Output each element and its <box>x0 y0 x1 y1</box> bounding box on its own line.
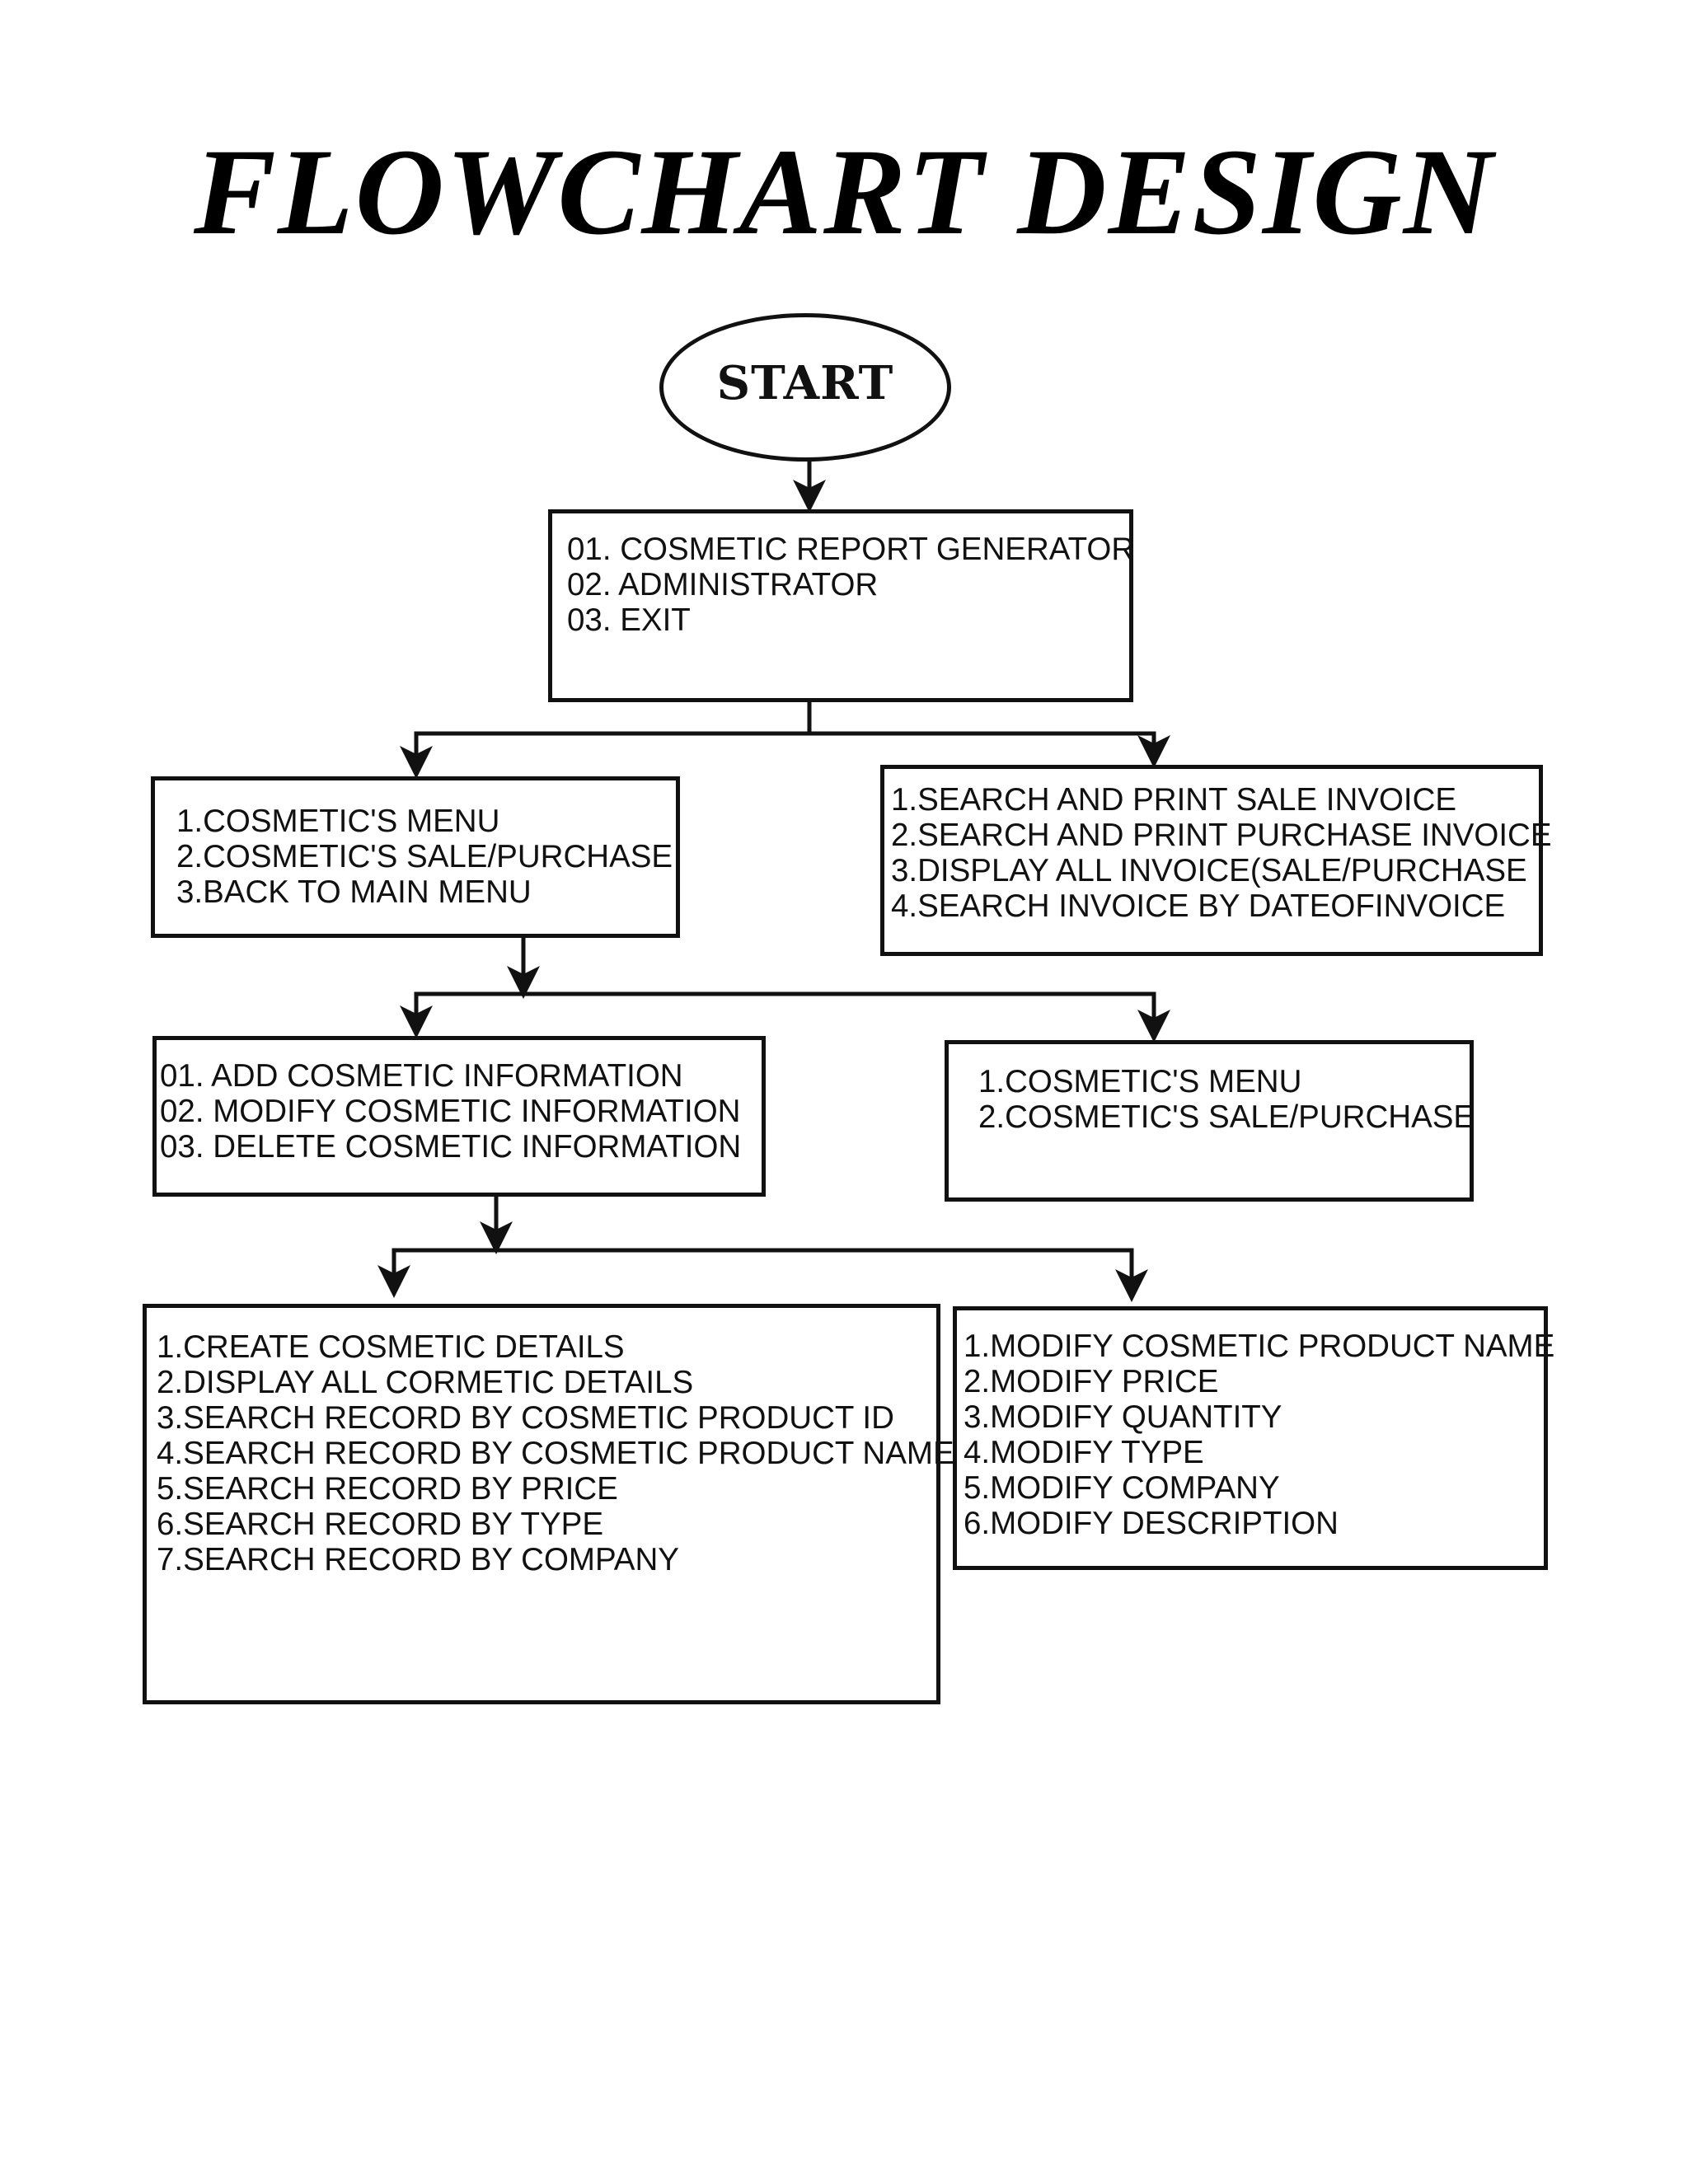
details-menu-item: 4.SEARCH RECORD BY COSMETIC PRODUCT NAME <box>157 1436 954 1471</box>
modify-menu-item: 4.MODIFY TYPE <box>964 1435 1204 1470</box>
cosmetic-info-item: 03. DELETE COSMETIC INFORMATION <box>160 1129 742 1165</box>
details-menu-item: 3.SEARCH RECORD BY COSMETIC PRODUCT ID <box>157 1400 894 1436</box>
modify-menu-item: 6.MODIFY DESCRIPTION <box>964 1506 1339 1541</box>
start-node: START <box>659 313 951 462</box>
modify-menu-item: 5.MODIFY COMPANY <box>964 1470 1280 1506</box>
details-menu-item: 6.SEARCH RECORD BY TYPE <box>157 1507 604 1542</box>
modify-menu-box: 1.MODIFY COSMETIC PRODUCT NAME 2.MODIFY … <box>953 1306 1555 1570</box>
invoice-menu-item: 3.DISPLAY ALL INVOICE(SALE/PURCHASE <box>891 853 1527 888</box>
details-menu-item: 7.SEARCH RECORD BY COMPANY <box>157 1542 679 1577</box>
details-menu-box: 1.CREATE COSMETIC DETAILS 2.DISPLAY ALL … <box>143 1304 954 1704</box>
invoice-menu-item: 2.SEARCH AND PRINT PURCHASE INVOICE <box>891 818 1552 853</box>
main-menu-item: 02. ADMINISTRATOR <box>567 567 879 602</box>
report-menu-item: 3.BACK TO MAIN MENU <box>176 874 532 910</box>
cosmetic-info-item: 02. MODIFY COSMETIC INFORMATION <box>160 1094 741 1129</box>
admin-submenu-item: 2.COSMETIC'S SALE/PURCHASE <box>978 1099 1475 1135</box>
details-menu-item: 2.DISPLAY ALL CORMETIC DETAILS <box>157 1365 694 1400</box>
invoice-menu-item: 4.SEARCH INVOICE BY DATEOFINVOICE <box>891 888 1506 924</box>
main-menu-item: 01. COSMETIC REPORT GENERATOR <box>567 532 1135 567</box>
admin-submenu-item: 1.COSMETIC'S MENU <box>978 1064 1302 1099</box>
admin-submenu-box: 1.COSMETIC'S MENU 2.COSMETIC'S SALE/PURC… <box>945 1040 1475 1202</box>
start-label: START <box>716 356 894 410</box>
main-menu-item: 03. EXIT <box>567 602 691 638</box>
invoice-menu-item: 1.SEARCH AND PRINT SALE INVOICE <box>891 782 1457 818</box>
main-menu-box: 01. COSMETIC REPORT GENERATOR 02. ADMINI… <box>548 509 1135 702</box>
invoice-menu-box: 1.SEARCH AND PRINT SALE INVOICE 2.SEARCH… <box>880 765 1552 956</box>
details-menu-item: 1.CREATE COSMETIC DETAILS <box>157 1329 625 1365</box>
details-menu-item: 5.SEARCH RECORD BY PRICE <box>157 1471 618 1507</box>
modify-menu-item: 2.MODIFY PRICE <box>964 1364 1219 1399</box>
report-menu-box: 1.COSMETIC'S MENU 2.COSMETIC'S SALE/PURC… <box>151 776 680 938</box>
report-menu-item: 1.COSMETIC'S MENU <box>176 804 500 839</box>
modify-menu-item: 1.MODIFY COSMETIC PRODUCT NAME <box>964 1329 1555 1364</box>
cosmetic-info-item: 01. ADD COSMETIC INFORMATION <box>160 1058 683 1094</box>
report-menu-item: 2.COSMETIC'S SALE/PURCHASE <box>176 839 673 874</box>
cosmetic-info-box: 01. ADD COSMETIC INFORMATION 02. MODIFY … <box>152 1036 766 1197</box>
modify-menu-item: 3.MODIFY QUANTITY <box>964 1399 1282 1435</box>
flowchart-title: FLOWCHART DESIGN <box>193 124 1495 260</box>
